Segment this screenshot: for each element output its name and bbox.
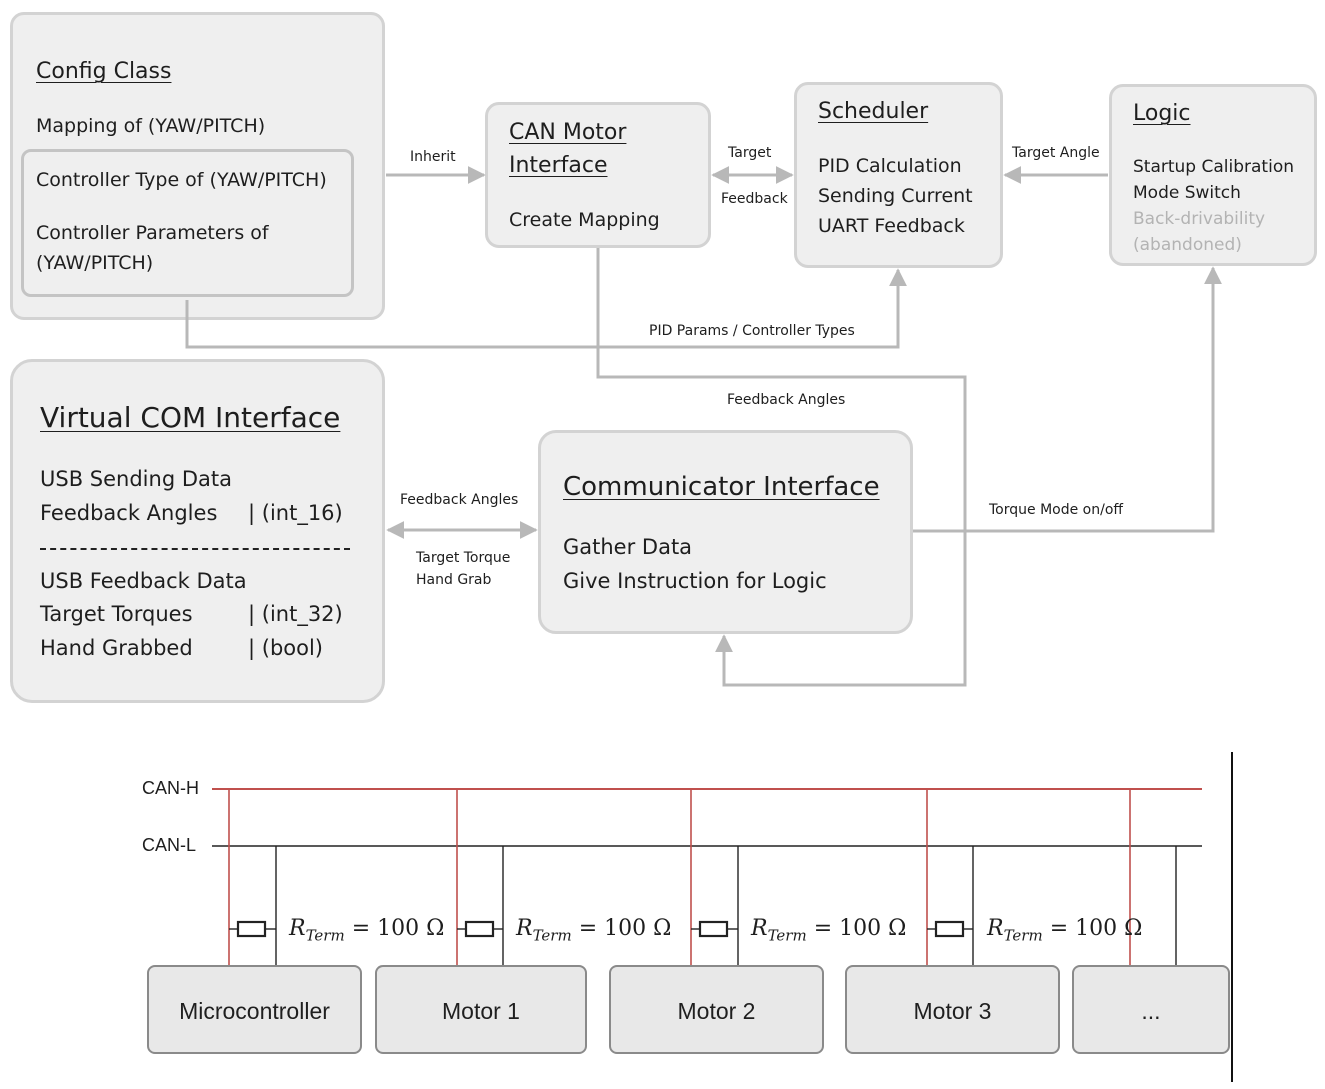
scheduler-item-pid: PID Calculation: [818, 155, 962, 177]
node-label: Motor 2: [677, 998, 756, 1024]
resistor-label-motor-3: RTerm = 100 Ω: [987, 918, 1142, 943]
hand-grab-label: Hand Grab: [416, 572, 492, 588]
logic-item-calibration: Startup Calibration: [1133, 157, 1294, 177]
logic-item-mode-switch: Mode Switch: [1133, 183, 1241, 203]
logic-item-abandoned: (abandoned): [1133, 235, 1242, 255]
can-motor-title-line2: Interface: [509, 153, 608, 178]
node-label: ...: [1141, 998, 1161, 1024]
virtual-com-interface-box: [10, 359, 385, 703]
inherit-label: Inherit: [410, 149, 456, 165]
config-class-box: [10, 12, 385, 320]
section-divider: [40, 548, 350, 550]
torque-mode-label: Torque Mode on/off: [989, 502, 1124, 518]
hand-grabbed-type: | (bool): [248, 636, 323, 660]
feedback-angles-left-label: Feedback Angles: [400, 492, 519, 508]
controller-settings-box: [21, 149, 354, 297]
virtual-com-title: Virtual COM Interface: [40, 401, 341, 434]
node-label: Motor 1: [442, 998, 520, 1024]
create-mapping-text: Create Mapping: [509, 209, 660, 231]
node-motor-1: Motor 1: [375, 965, 587, 1054]
controller-type-text: Controller Type of (YAW/PITCH): [36, 169, 327, 191]
logic-item-back-drivability: Back-drivability: [1133, 209, 1266, 229]
resistor-subscript: Term: [532, 926, 572, 945]
config-mapping-text: Mapping of (YAW/PITCH): [36, 115, 266, 137]
node-microcontroller: Microcontroller: [147, 965, 362, 1054]
resistor-symbol: R: [987, 916, 1004, 941]
logic-box: [1109, 84, 1317, 266]
feedback-label: Feedback: [721, 191, 788, 207]
node-label: Motor 3: [913, 998, 992, 1024]
scheduler-title: Scheduler: [818, 99, 929, 124]
resistor-subscript: Term: [767, 926, 807, 945]
scheduler-box: [794, 82, 1003, 268]
pid-params-arrow: [185, 268, 907, 349]
pid-params-label: PID Params / Controller Types: [649, 323, 855, 339]
can-h-label: CAN-H: [142, 778, 199, 798]
torque-mode-arrow: [913, 266, 1222, 533]
termination-resistor-motor-3: [934, 920, 965, 938]
hand-grabbed-field: Hand Grabbed: [40, 636, 193, 660]
termination-resistor-motor-1: [464, 920, 495, 938]
resistor-label-microcontroller: RTerm = 100 Ω: [289, 918, 444, 943]
target-label: Target: [728, 145, 772, 161]
resistor-value: = 100 Ω: [571, 916, 672, 941]
communicator-title: Communicator Interface: [563, 472, 880, 502]
termination-resistor-microcontroller: [236, 920, 267, 938]
feedback-angles-field: Feedback Angles: [40, 501, 218, 525]
scheduler-item-current: Sending Current: [818, 185, 973, 207]
communicator-item-gather: Gather Data: [563, 535, 693, 559]
communicator-interface-box: [538, 430, 913, 634]
can-motor-title-line1: CAN Motor: [509, 120, 627, 145]
target-angle-label: Target Angle: [1012, 145, 1100, 161]
controller-params-text-2: (YAW/PITCH): [36, 252, 154, 274]
resistor-value: = 100 Ω: [806, 916, 907, 941]
resistor-subscript: Term: [305, 926, 345, 945]
termination-resistor-motor-2: [698, 920, 729, 938]
node-more: ...: [1072, 965, 1230, 1054]
resistor-symbol: R: [516, 916, 533, 941]
can-motor-interface-box: [485, 102, 711, 248]
scheduler-item-uart: UART Feedback: [818, 215, 965, 237]
usb-feedback-header: USB Feedback Data: [40, 569, 247, 593]
config-class-title: Config Class: [36, 59, 172, 84]
resistor-subscript: Term: [1003, 926, 1043, 945]
resistor-label-motor-1: RTerm = 100 Ω: [516, 918, 671, 943]
controller-params-text: Controller Parameters of: [36, 222, 269, 244]
resistor-symbol: R: [751, 916, 768, 941]
feedback-angles-top-label: Feedback Angles: [727, 392, 846, 408]
node-motor-2: Motor 2: [609, 965, 824, 1054]
feedback-angles-type: | (int_16): [248, 501, 343, 525]
target-torques-field: Target Torques: [40, 602, 193, 626]
target-torques-type: | (int_32): [248, 602, 343, 626]
resistor-value: = 100 Ω: [1042, 916, 1143, 941]
usb-sending-header: USB Sending Data: [40, 467, 232, 491]
target-torque-label: Target Torque: [416, 550, 511, 566]
communicator-item-instruction: Give Instruction for Logic: [563, 569, 827, 593]
can-l-label: CAN-L: [142, 835, 197, 855]
resistor-symbol: R: [289, 916, 306, 941]
resistor-value: = 100 Ω: [344, 916, 445, 941]
resistor-label-motor-2: RTerm = 100 Ω: [751, 918, 906, 943]
logic-title: Logic: [1133, 101, 1191, 126]
node-motor-3: Motor 3: [845, 965, 1060, 1054]
node-label: Microcontroller: [179, 998, 330, 1024]
